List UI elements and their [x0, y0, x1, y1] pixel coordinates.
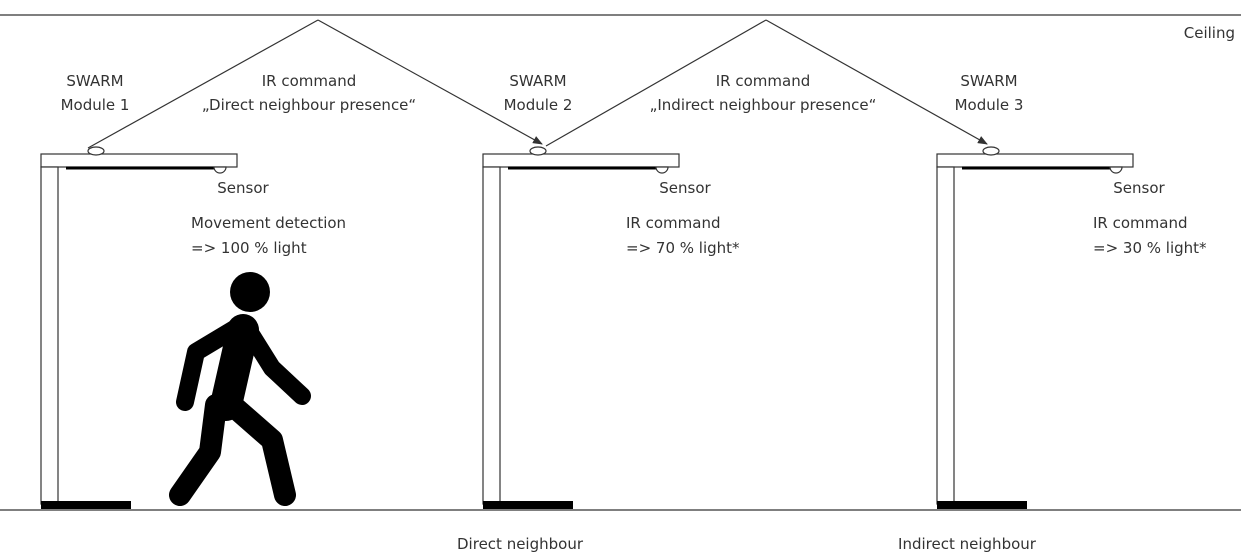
ir-transceiver-icon [982, 146, 1000, 156]
module-name-line1: SWARM [509, 72, 567, 90]
ceiling-label: Ceiling [1183, 24, 1235, 42]
floor-lamp-icon [936, 146, 1134, 509]
walking-person-icon [169, 272, 311, 506]
sensor-label-2: Sensor [659, 179, 711, 197]
light-level-label: => 30 % light* [1093, 239, 1207, 257]
trigger-label: IR command [1093, 214, 1188, 232]
ir-command-message: „Indirect neighbour presence“ [649, 96, 877, 114]
module-name-line2: Module 3 [954, 96, 1024, 114]
sensor-icon [1109, 166, 1123, 174]
module-name-line1: SWARM [960, 72, 1018, 90]
trigger-label: IR command [626, 214, 721, 232]
floor-lamp-icon [40, 146, 238, 509]
sensor-label-1: Sensor [217, 179, 269, 197]
direct-neighbour-label: Direct neighbour [457, 535, 583, 553]
light-level-label: => 100 % light [191, 239, 307, 257]
light-level-label: => 70 % light* [626, 239, 740, 257]
sensor-icon [655, 166, 669, 174]
ir-signal-1 [87, 19, 543, 149]
sensor-label-3: Sensor [1113, 179, 1165, 197]
ir-signal-2 [545, 19, 988, 147]
trigger-label: Movement detection [191, 214, 347, 232]
floor-lamp-icon [482, 146, 680, 509]
module-name-line2: Module 2 [503, 96, 573, 114]
ir-command-title: IR command [261, 72, 357, 90]
module-name-line2: Module 1 [60, 96, 130, 114]
ir-command-message: „Direct neighbour presence“ [201, 96, 417, 114]
ir-transceiver-icon [87, 146, 105, 156]
indirect-neighbour-label: Indirect neighbour [898, 535, 1036, 553]
ir-command-title: IR command [715, 72, 811, 90]
module-name-line1: SWARM [66, 72, 124, 90]
ir-transceiver-icon [529, 146, 547, 156]
sensor-icon [213, 166, 227, 174]
